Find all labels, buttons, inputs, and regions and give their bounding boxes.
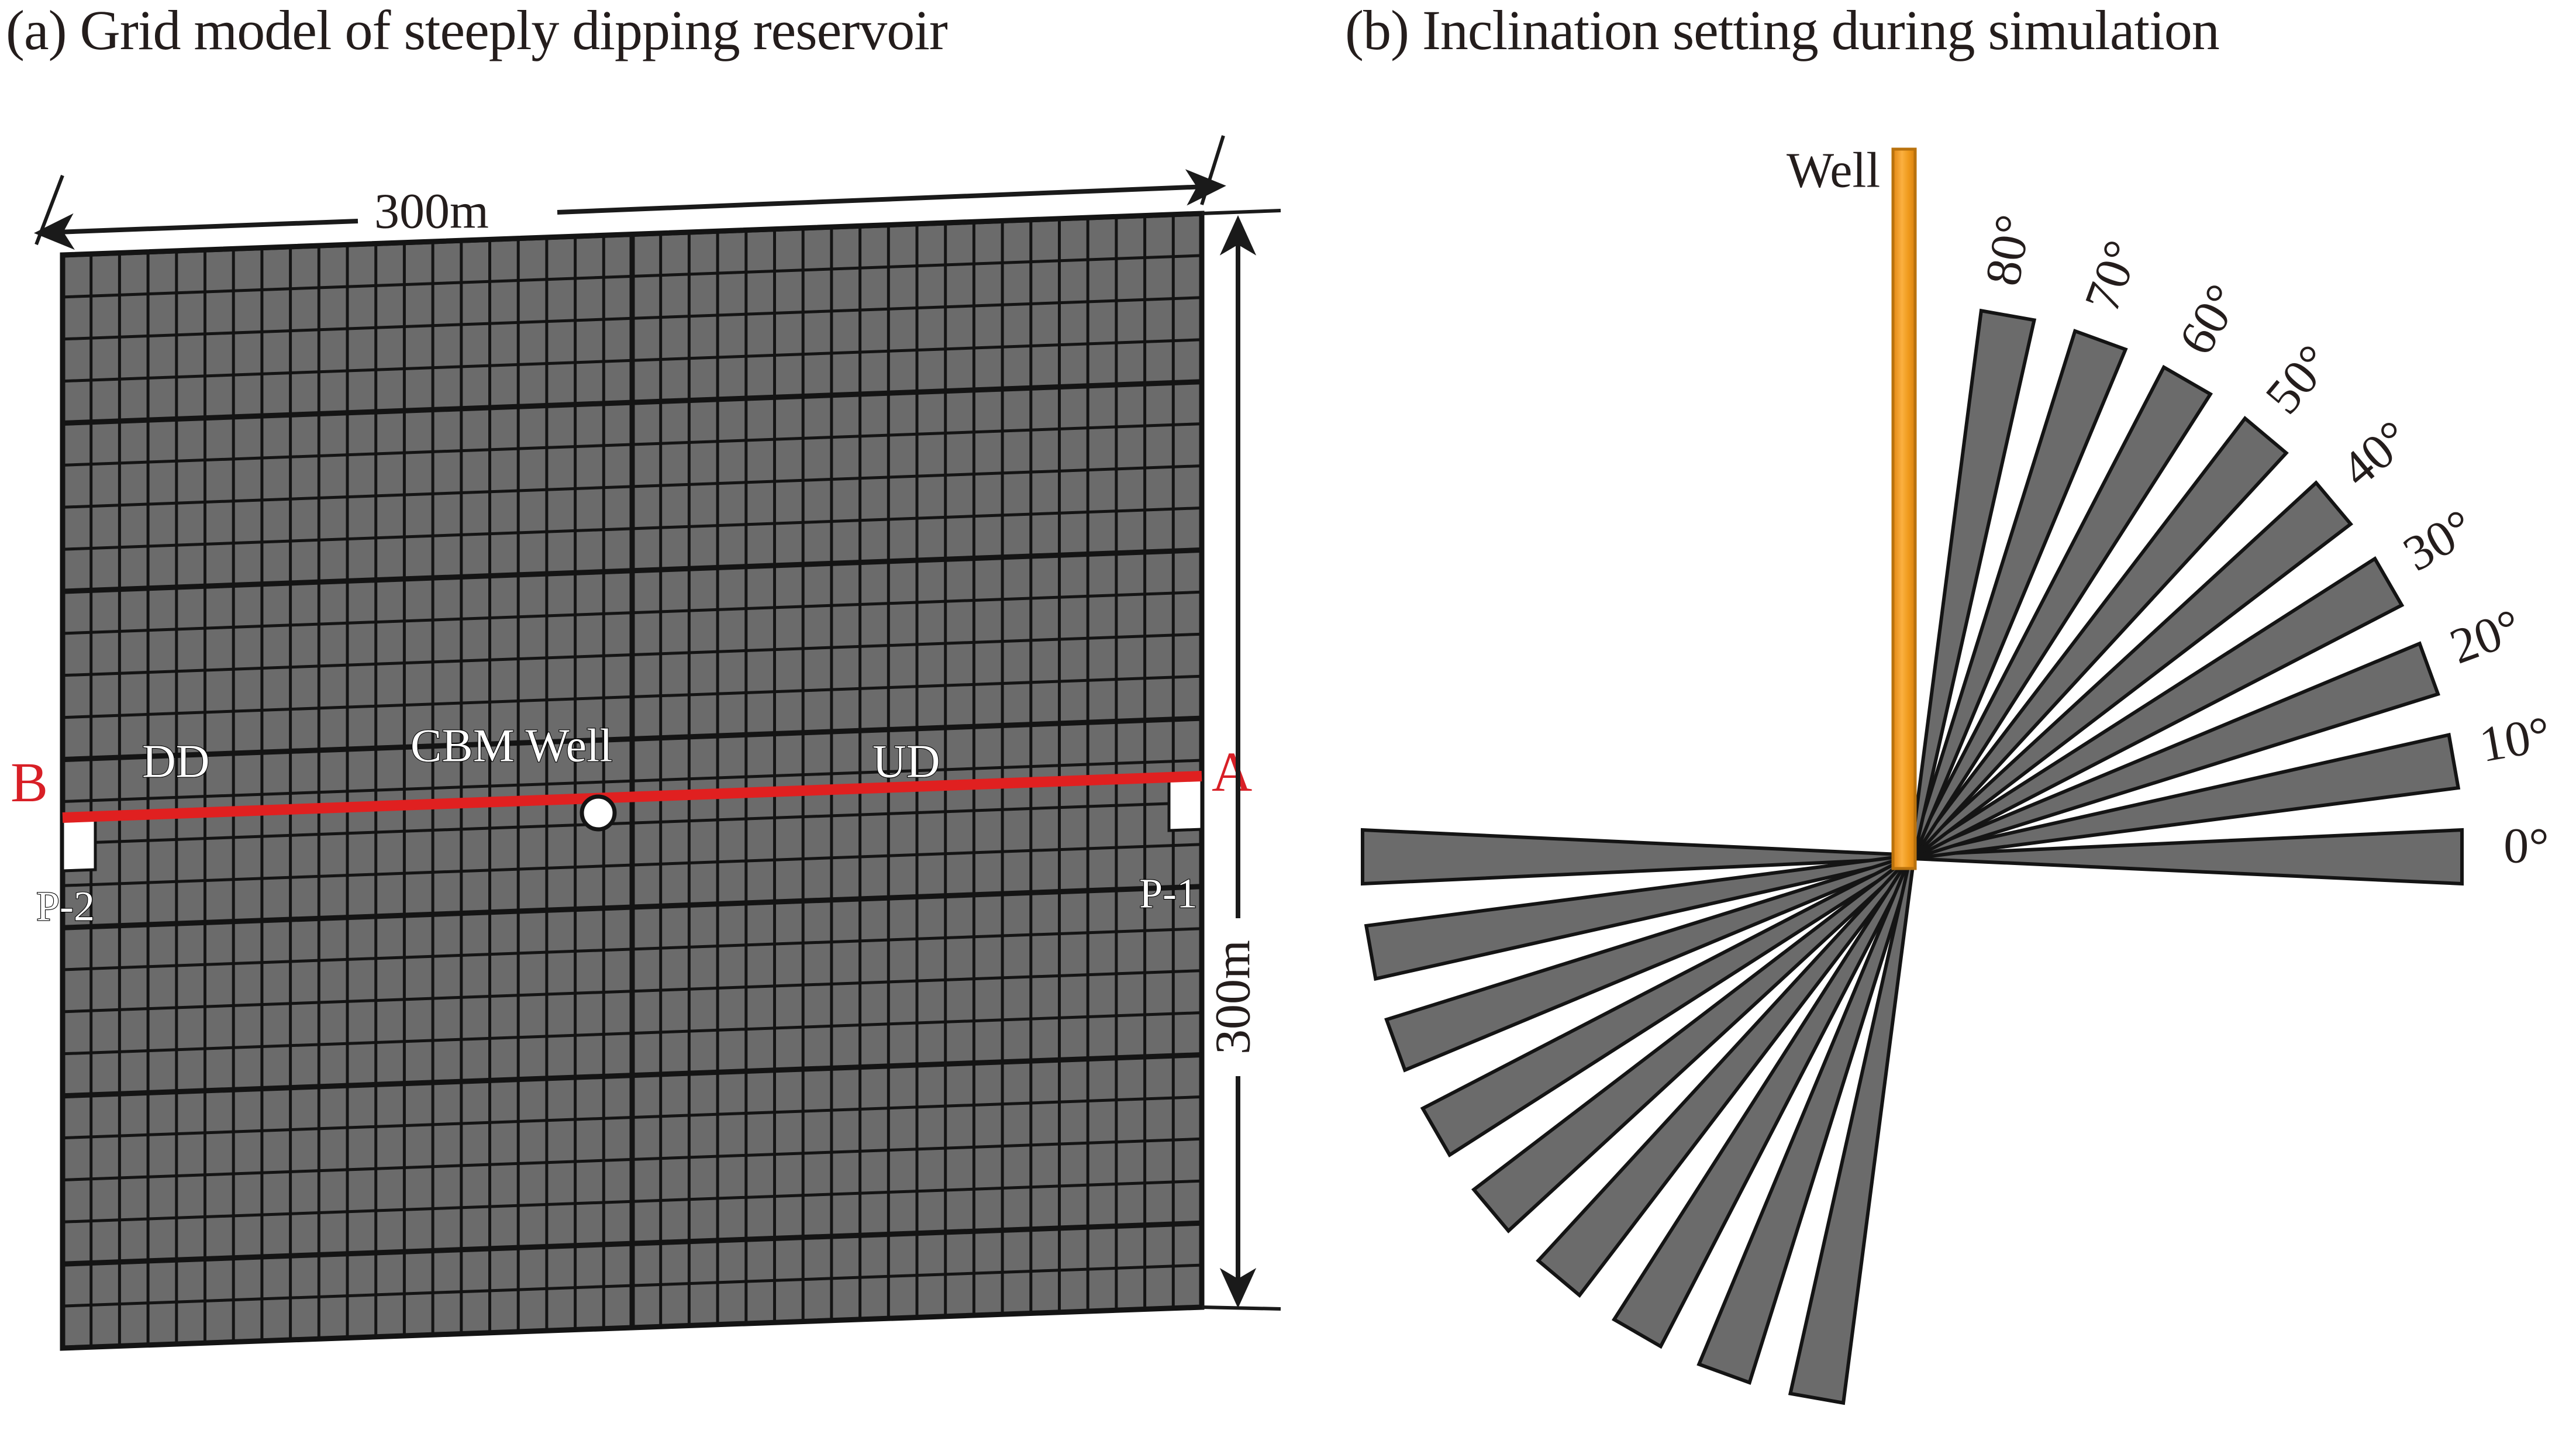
grid-model-figure: DD CBM Well UD P-2 P-1 B A 300m 300m xyxy=(11,135,1281,1351)
producer-cell-p1 xyxy=(1167,774,1203,832)
label-cbm-well: CBM Well xyxy=(411,720,612,771)
dimension-label-vertical: 300m xyxy=(1205,940,1261,1055)
section-label-B: B xyxy=(11,751,48,814)
angle-label-10: 10° xyxy=(2475,705,2554,773)
label-updip: UD xyxy=(873,736,940,787)
dimension-label-horizontal: 300m xyxy=(374,183,489,239)
panel-grid-model: (a) Grid model of steeply dipping reserv… xyxy=(6,2,1281,1351)
angle-label-20: 20° xyxy=(2443,598,2528,674)
ext-line-right xyxy=(1200,135,1225,205)
angle-label-30: 30° xyxy=(2394,498,2483,582)
angle-label-70: 70° xyxy=(2073,233,2150,319)
section-line-AB xyxy=(62,771,1202,823)
label-producer-p2: P-2 xyxy=(36,883,95,930)
inclination-fan-figure: Well 0° 10° 20° 30°40°50°60°70° 80° xyxy=(1361,142,2554,1405)
ext-line-bottom xyxy=(1201,1305,1281,1311)
label-downdip: DD xyxy=(142,736,210,787)
well-label: Well xyxy=(1787,142,1880,198)
dimension-vertical: 300m xyxy=(1201,209,1281,1311)
panel-b-title: (b) Inclination setting during simulatio… xyxy=(1345,0,2220,61)
section-label-A: A xyxy=(1212,740,1252,803)
label-producer-p1: P-1 xyxy=(1139,870,1198,917)
producer-cell-p2 xyxy=(61,815,97,873)
angle-label-0: 0° xyxy=(2503,818,2549,874)
dim-arrow-left xyxy=(34,213,358,250)
well-bar xyxy=(1891,147,1917,870)
angle-label-80: 80° xyxy=(1974,211,2042,290)
cbm-well-marker xyxy=(580,794,617,832)
dimension-horizontal: 300m xyxy=(34,135,1226,250)
ext-line-top xyxy=(1201,209,1281,215)
panel-inclination-setting: (b) Inclination setting during simulatio… xyxy=(1310,0,2576,1437)
panel-a-title: (a) Grid model of steeply dipping reserv… xyxy=(6,0,948,61)
dim-arrow-right xyxy=(557,169,1226,215)
angle-label-40: 40° xyxy=(2330,409,2420,498)
angle-label-50: 50° xyxy=(2254,334,2343,424)
angle-label-60: 60° xyxy=(2168,275,2251,364)
